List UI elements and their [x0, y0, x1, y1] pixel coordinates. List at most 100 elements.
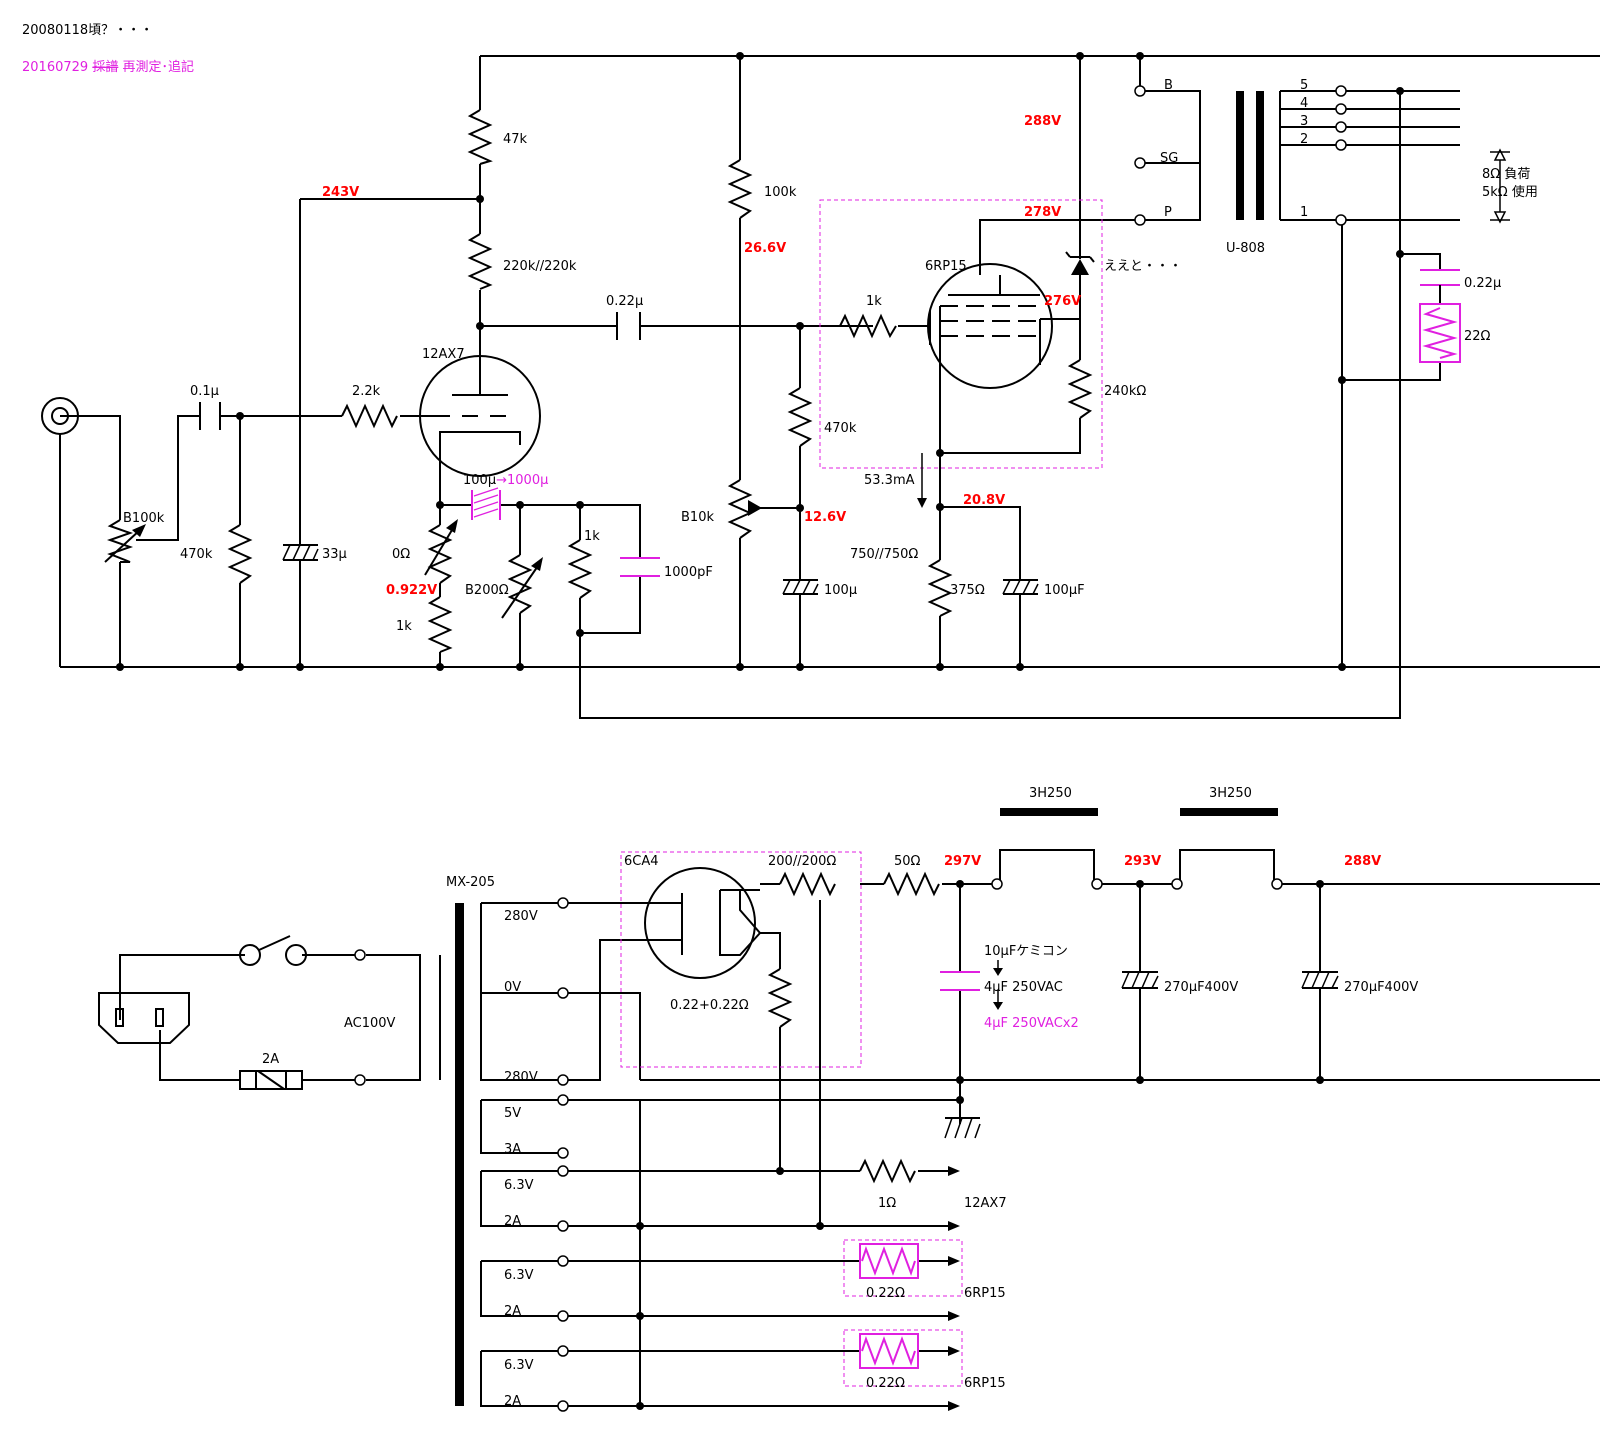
svg-text:0.22μ: 0.22μ — [1464, 276, 1501, 291]
svg-text:2: 2 — [1300, 132, 1308, 147]
zobel-capacitor — [1420, 269, 1460, 286]
svg-text:2A: 2A — [262, 1052, 279, 1067]
resistor-1k-fb — [567, 539, 593, 599]
resistor-240k — [1067, 359, 1093, 419]
svg-text:0.22μ: 0.22μ — [606, 294, 643, 309]
svg-text:4μF 250VACx2: 4μF 250VACx2 — [984, 1016, 1079, 1031]
svg-text:1k: 1k — [866, 294, 882, 309]
svg-text:100μ: 100μ — [824, 583, 857, 598]
output-stage-box — [819, 199, 1103, 469]
resistor-100k — [727, 159, 753, 219]
svg-text:12AX7: 12AX7 — [422, 347, 465, 362]
svg-text:3H250: 3H250 — [1209, 786, 1252, 801]
svg-text:0.22Ω: 0.22Ω — [866, 1286, 905, 1301]
capacitor-0u22 — [616, 312, 641, 340]
psu-terminals — [354, 878, 1283, 1412]
svg-text:6.3V: 6.3V — [504, 1268, 534, 1283]
svg-text:1k: 1k — [584, 529, 600, 544]
resistor-375 — [927, 559, 953, 617]
svg-text:U-808: U-808 — [1226, 241, 1265, 256]
svg-text:1k: 1k — [396, 619, 412, 634]
svg-text:3H250: 3H250 — [1029, 786, 1072, 801]
amp-junction-dots — [116, 52, 1404, 671]
psu-dots — [636, 880, 1324, 1410]
svg-text:270μF400V: 270μF400V — [1344, 980, 1418, 995]
amp-terminals — [1134, 85, 1347, 226]
psu-wiring — [119, 849, 1600, 1411]
svg-text:375Ω: 375Ω — [950, 583, 985, 598]
svg-text:200//200Ω: 200//200Ω — [768, 854, 836, 869]
svg-text:1Ω: 1Ω — [878, 1196, 896, 1211]
capacitor-100uF-cathode — [1002, 579, 1039, 595]
svg-text:5: 5 — [1300, 78, 1308, 93]
svg-text:8Ω 負荷: 8Ω 負荷 — [1482, 167, 1530, 182]
voltage-297: 297V — [944, 854, 981, 869]
svg-text:0.1μ: 0.1μ — [190, 384, 219, 399]
capacitor-0u1 — [199, 402, 221, 430]
svg-text:0.22Ω: 0.22Ω — [866, 1376, 905, 1391]
svg-text:SG: SG — [1160, 151, 1178, 166]
svg-text:2A: 2A — [504, 1214, 521, 1229]
svg-text:6RP15: 6RP15 — [964, 1286, 1006, 1301]
resistor-470k-in — [227, 524, 253, 584]
svg-text:0V: 0V — [504, 980, 521, 995]
svg-text:5V: 5V — [504, 1106, 521, 1121]
amp-wiring — [59, 55, 1600, 719]
svg-text:B200Ω: B200Ω — [465, 583, 509, 598]
svg-text:6RP15: 6RP15 — [964, 1376, 1006, 1391]
svg-text:50Ω: 50Ω — [894, 854, 921, 869]
psu-labels: 3H250 3H250 MX-205 280V 0V 280V 5V 3A 6.… — [262, 786, 1418, 1409]
svg-text:53.3mA: 53.3mA — [864, 473, 915, 488]
ac-inlet-icon — [98, 992, 190, 1044]
resistor-2k2 — [341, 403, 398, 429]
svg-text:6RP15: 6RP15 — [925, 259, 967, 274]
zobel-resistor — [1419, 303, 1461, 363]
svg-text:20160729 採譜 再測定･追記: 20160729 採譜 再測定･追記 — [22, 59, 194, 75]
voltage-266: 26.6V — [744, 241, 786, 256]
svg-text:6.3V: 6.3V — [504, 1178, 534, 1193]
svg-text:4μF 250VAC: 4μF 250VAC — [984, 980, 1063, 995]
zener-diode-icon — [1065, 250, 1095, 275]
voltage-243: 243V — [322, 185, 359, 200]
amp-resistors — [104, 109, 1093, 653]
resistor-470k-g — [787, 387, 813, 447]
fuse-icon — [239, 1070, 303, 1090]
power-switch-icon — [239, 935, 307, 966]
capacitor-33u — [282, 544, 319, 561]
svg-text:470k: 470k — [824, 421, 857, 436]
svg-text:1000pF: 1000pF — [664, 565, 713, 580]
choke-icons — [1000, 808, 1278, 816]
svg-text:33μ: 33μ — [322, 547, 347, 562]
resistor-volume — [106, 519, 134, 563]
amp-capacitors — [199, 269, 1461, 595]
header-revision: 20160729 採譜 再測定･追記 — [22, 59, 194, 75]
power-transformer-icon — [455, 903, 464, 1406]
resistor-b200 — [507, 554, 533, 614]
tube-6rp15-icon — [927, 263, 1053, 389]
voltage-126: 12.6V — [804, 510, 846, 525]
voltage-288-amp: 288V — [1024, 114, 1061, 129]
svg-text:100k: 100k — [764, 185, 797, 200]
resistor-1k-grid — [839, 313, 897, 339]
svg-text:P: P — [1164, 205, 1172, 220]
svg-text:3: 3 — [1300, 114, 1308, 129]
svg-text:B: B — [1164, 78, 1173, 93]
voltage-288-psu: 288V — [1344, 854, 1381, 869]
svg-text:0Ω: 0Ω — [392, 547, 410, 562]
svg-text:5kΩ 使用: 5kΩ 使用 — [1482, 184, 1538, 200]
voltage-293: 293V — [1124, 854, 1161, 869]
capacitor-1000pF — [620, 557, 660, 577]
svg-text:MX-205: MX-205 — [446, 875, 495, 890]
psu-capacitors — [940, 960, 1339, 1010]
svg-text:22Ω: 22Ω — [1464, 329, 1491, 344]
svg-text:2A: 2A — [504, 1394, 521, 1409]
svg-text:ええと・・・: ええと・・・ — [1104, 259, 1182, 274]
svg-text:10μFケミコン: 10μFケミコン — [984, 944, 1068, 959]
voltage-0922: 0.922V — [386, 583, 437, 598]
current-arrow — [917, 453, 927, 508]
voltage-276: 276V — [1044, 294, 1081, 309]
svg-text:4: 4 — [1300, 96, 1308, 111]
svg-text:12AX7: 12AX7 — [964, 1196, 1007, 1211]
svg-text:100μ→1000μ: 100μ→1000μ — [463, 473, 548, 488]
